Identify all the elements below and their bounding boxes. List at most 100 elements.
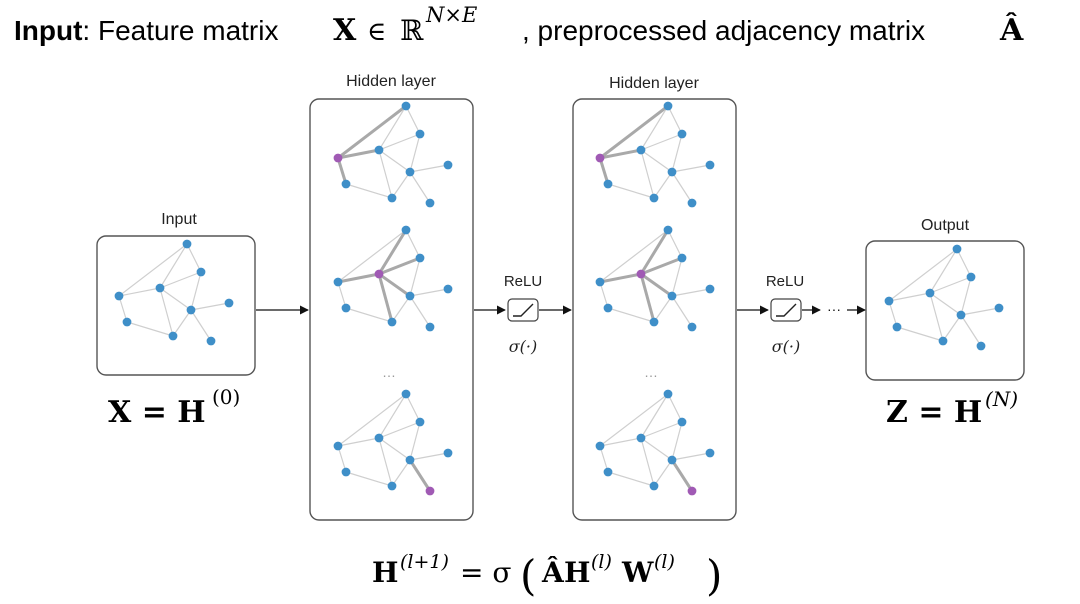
header-adjacency-text: , preprocessed adjacency matrix xyxy=(522,15,925,46)
output-label: Output xyxy=(921,217,970,234)
graph-edge xyxy=(391,295,411,323)
hidden-2-graph-top xyxy=(595,101,715,208)
graph-edge xyxy=(599,437,642,447)
graph-edge xyxy=(929,276,972,294)
graph-node xyxy=(649,481,659,491)
header-superscript: N×E xyxy=(425,3,477,27)
graph-edge xyxy=(960,307,1000,316)
graph-edge xyxy=(409,257,421,297)
graph-edge xyxy=(337,281,347,309)
graph-edge xyxy=(929,248,958,294)
relu-2-icon xyxy=(770,298,802,322)
rule-h: H xyxy=(564,556,590,589)
graph-edge xyxy=(337,445,347,473)
graph-edge xyxy=(640,393,669,439)
input-label: Input xyxy=(161,211,197,228)
graph-edge xyxy=(653,459,673,487)
graph-node xyxy=(182,239,192,249)
header-input-label: Input xyxy=(14,15,82,46)
graph-node xyxy=(333,441,343,451)
graph-node xyxy=(415,253,425,263)
relu-1-label: ReLU xyxy=(504,273,542,290)
highlighted-edge xyxy=(598,272,643,284)
graph-edge xyxy=(929,292,962,316)
graph-edge xyxy=(671,295,693,328)
hidden-1-graph-bottom xyxy=(333,389,453,496)
graph-node xyxy=(603,179,613,189)
graph-node xyxy=(387,317,397,327)
graph-edge xyxy=(409,164,449,173)
graph-edge xyxy=(671,133,683,173)
highlighted-edge xyxy=(377,272,394,324)
highlighted-node xyxy=(425,486,435,496)
graph-edge xyxy=(409,288,449,297)
graph-edge xyxy=(186,243,202,273)
highlighted-node xyxy=(687,486,697,496)
highlighted-edge xyxy=(336,148,381,160)
graph-node xyxy=(122,317,132,327)
rule-h-next-superscript: (l+1) xyxy=(400,551,449,573)
graph-edge xyxy=(159,243,188,289)
output-graph xyxy=(884,244,1004,351)
output-graph-box xyxy=(865,240,1025,381)
rule-open-paren: ( xyxy=(520,551,536,600)
input-equation: X = H (0) xyxy=(108,385,240,430)
graph-edge xyxy=(405,105,421,135)
rule-w: W xyxy=(621,556,654,589)
graph-node xyxy=(155,283,165,293)
sigma-2-label: σ(·) xyxy=(772,337,801,356)
graph-edge xyxy=(671,452,711,461)
graph-edge xyxy=(405,393,421,423)
graph-node xyxy=(405,291,415,301)
graph-edge xyxy=(391,459,411,487)
graph-node xyxy=(976,341,986,351)
graph-edge xyxy=(640,149,673,173)
graph-edge xyxy=(337,393,407,447)
graph-node xyxy=(595,441,605,451)
output-equation: Z = H (N) xyxy=(886,387,1018,430)
graph-edge xyxy=(409,133,421,173)
graph-node xyxy=(994,303,1004,313)
graph-edge xyxy=(172,309,192,337)
graph-node xyxy=(405,167,415,177)
graph-node xyxy=(387,481,397,491)
hidden-2-graph-middle xyxy=(595,225,715,332)
graph-edge xyxy=(345,471,393,487)
graph-edge xyxy=(337,229,407,283)
rule-w-superscript: (l) xyxy=(654,551,675,573)
hidden-2-ellipsis: … xyxy=(644,364,658,380)
graph-edge xyxy=(653,171,673,199)
graph-edge xyxy=(409,295,431,328)
graph-node xyxy=(649,193,659,203)
graph-node xyxy=(956,310,966,320)
graph-node xyxy=(687,322,697,332)
hidden-layer-2-label: Hidden layer xyxy=(609,75,700,92)
graph-node xyxy=(966,272,976,282)
hidden-1-graph-top xyxy=(333,101,453,208)
graph-edge xyxy=(345,307,393,323)
graph-node xyxy=(667,167,677,177)
graph-edge xyxy=(607,471,655,487)
highlighted-edge xyxy=(336,104,408,160)
input-graph xyxy=(114,239,234,346)
graph-node xyxy=(443,448,453,458)
graph-node xyxy=(892,322,902,332)
graph-edge xyxy=(956,248,972,278)
graph-edge xyxy=(599,445,609,473)
graph-node xyxy=(677,253,687,263)
graph-edge xyxy=(409,421,421,461)
graph-node xyxy=(168,331,178,341)
hidden-2-graph-bottom xyxy=(595,389,715,496)
hidden-layer-1-label: Hidden layer xyxy=(346,73,437,90)
header-x-symbol: X xyxy=(333,13,357,48)
graph-node xyxy=(663,101,673,111)
graph-node xyxy=(705,160,715,170)
graph-edge xyxy=(405,229,421,259)
graph-edge xyxy=(888,248,958,302)
graph-node xyxy=(938,336,948,346)
highlighted-node xyxy=(636,269,646,279)
graph-edge xyxy=(653,295,673,323)
graph-edge xyxy=(667,229,683,259)
graph-node xyxy=(649,317,659,327)
svg-text:Input: Feature matrix: Input: Feature matrix xyxy=(14,15,278,46)
